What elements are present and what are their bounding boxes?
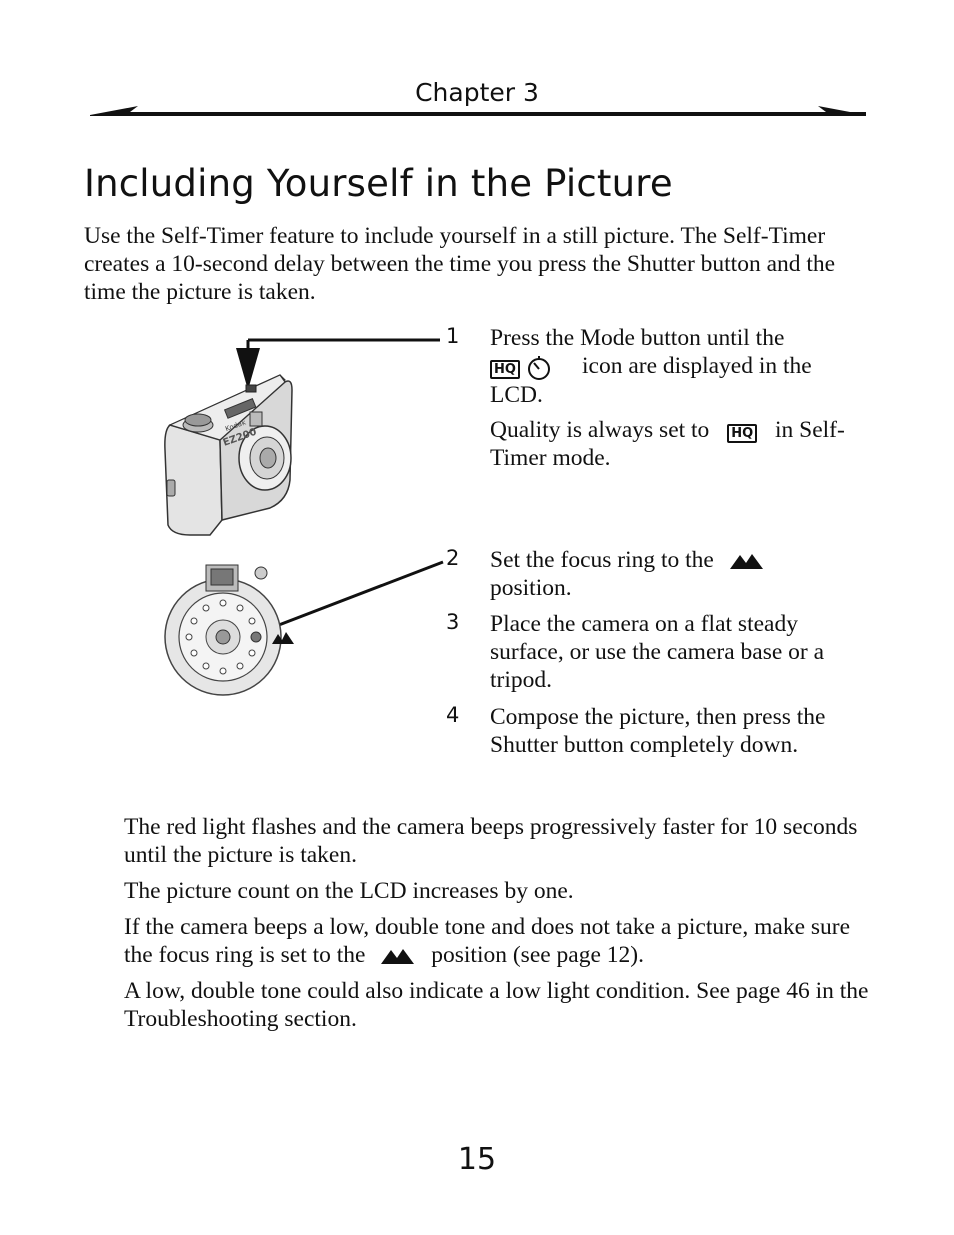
step-1-note: Quality is always set to HQ in Self-Time… <box>490 416 855 472</box>
step-1-note-a: Quality is always set to <box>490 417 710 443</box>
step-3-text: Place the camera on a flat steady surfac… <box>490 611 825 693</box>
hq-quality-icon: HQ <box>727 424 758 443</box>
step-4-text: Compose the picture, then press the Shut… <box>490 704 826 758</box>
focus-ring-illustration <box>164 560 444 696</box>
step-2-number: 2 <box>446 546 460 570</box>
step-1-note-b: in Self-Timer mode. <box>490 417 845 471</box>
page-title: Including Yourself in the Picture <box>84 162 673 205</box>
hq-icon: HQ <box>490 360 520 379</box>
self-timer-icon <box>527 355 550 380</box>
step-1-text-b: icon are displayed in the LCD. <box>490 353 812 408</box>
step-2-text: Set the focus ring to the position. <box>490 546 855 602</box>
note-double-tone-b: position (see page 12). <box>431 942 644 968</box>
note-picture-count: The picture count on the LCD increases b… <box>124 878 574 904</box>
camera-illustration: Kodak EZ200 <box>164 338 440 536</box>
page-number: 15 <box>457 1142 497 1177</box>
landscape-focus-icon-2 <box>381 948 415 964</box>
step-3-number: 3 <box>446 610 460 634</box>
note-red-light: The red light flashes and the camera bee… <box>124 814 858 868</box>
step-4-number: 4 <box>446 703 460 727</box>
chapter-header: Chapter 3 <box>415 78 539 107</box>
header-rule <box>90 106 866 116</box>
note-double-tone-a: If the camera beeps a low, double tone a… <box>124 914 851 968</box>
step-2-text-b: position. <box>490 575 572 601</box>
step-1-text: Press the Mode button until the HQ icon … <box>490 324 855 409</box>
landscape-focus-icon <box>729 553 763 569</box>
note-low-light: A low, double tone could also indicate a… <box>124 978 869 1032</box>
intro-paragraph: Use the Self-Timer feature to include yo… <box>84 223 836 305</box>
step-1-number: 1 <box>446 324 460 348</box>
step-2-text-a: Set the focus ring to the <box>490 547 714 573</box>
note-double-tone: If the camera beeps a low, double tone a… <box>124 913 874 969</box>
step-1-text-a: Press the Mode button until the <box>490 325 785 351</box>
